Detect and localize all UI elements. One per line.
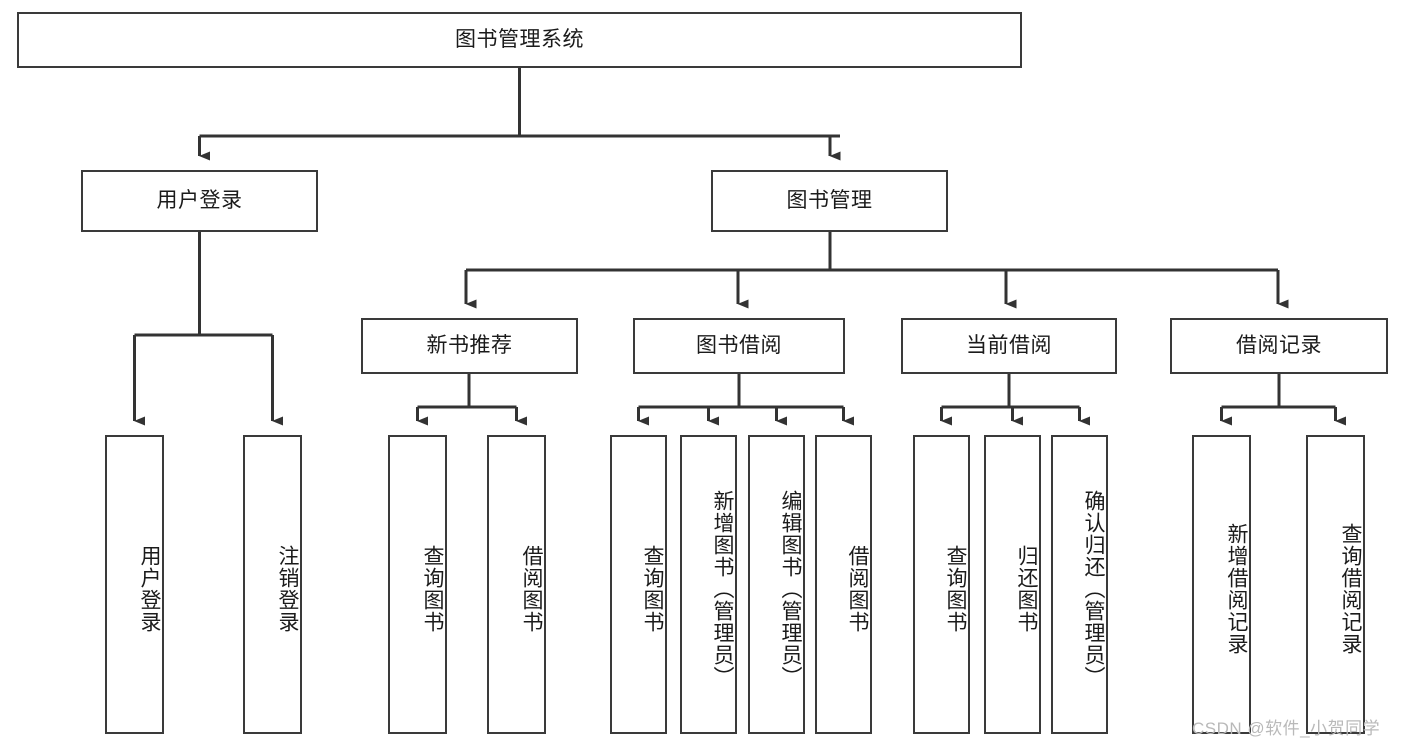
node-user-login-label: 用户登录 xyxy=(156,189,243,213)
node-leaf-borrow-book-1[interactable]: 借阅图书 xyxy=(487,435,546,734)
node-leaf-confirm-return[interactable]: 确认归还（管理员） xyxy=(1051,435,1108,734)
node-leaf-add-book[interactable]: 新增图书（管理员） xyxy=(680,435,737,734)
new-book-rec-to-leaf-connectors xyxy=(416,374,527,426)
node-leaf-query-record-label: 查询借阅记录 xyxy=(1339,522,1362,655)
node-book-manage-label: 图书管理 xyxy=(786,189,873,213)
node-new-book-rec[interactable]: 新书推荐 xyxy=(361,318,578,374)
node-leaf-user-login[interactable]: 用户登录 xyxy=(105,435,164,734)
current-borrow-to-leaf-connectors xyxy=(940,374,1090,426)
node-current-borrow[interactable]: 当前借阅 xyxy=(901,318,1117,374)
node-root-label: 图书管理系统 xyxy=(455,28,584,52)
node-leaf-query-book-1-label: 查询图书 xyxy=(421,544,444,633)
node-borrow-record-label: 借阅记录 xyxy=(1236,334,1322,358)
user-login-to-leaf-connectors xyxy=(133,232,283,426)
node-leaf-borrow-book-2[interactable]: 借阅图书 xyxy=(815,435,872,734)
node-book-borrow-label: 图书借阅 xyxy=(696,334,782,358)
node-leaf-query-book-1[interactable]: 查询图书 xyxy=(388,435,447,734)
node-leaf-add-record[interactable]: 新增借阅记录 xyxy=(1192,435,1251,734)
node-leaf-return-book[interactable]: 归还图书 xyxy=(984,435,1041,734)
node-leaf-query-book-2-label: 查询图书 xyxy=(641,544,664,633)
node-leaf-query-book-3[interactable]: 查询图书 xyxy=(913,435,970,734)
node-leaf-query-record[interactable]: 查询借阅记录 xyxy=(1306,435,1365,734)
node-book-manage[interactable]: 图书管理 xyxy=(711,170,948,232)
book-manage-to-level3-connectors xyxy=(464,232,1289,309)
root-to-level2-connectors xyxy=(198,68,841,161)
node-current-borrow-label: 当前借阅 xyxy=(966,334,1052,358)
csdn-watermark: CSDN @软件_小贺同学 xyxy=(1192,719,1381,738)
borrow-record-to-leaf-connectors xyxy=(1220,374,1346,426)
node-leaf-edit-book[interactable]: 编辑图书（管理员） xyxy=(748,435,805,734)
node-leaf-add-book-label: 新增图书（管理员） xyxy=(711,489,734,688)
node-root[interactable]: 图书管理系统 xyxy=(17,12,1022,68)
node-borrow-record[interactable]: 借阅记录 xyxy=(1170,318,1388,374)
node-leaf-logout-label: 注销登录 xyxy=(276,544,299,633)
node-user-login[interactable]: 用户登录 xyxy=(81,170,318,232)
node-leaf-add-record-label: 新增借阅记录 xyxy=(1225,522,1248,655)
node-leaf-edit-book-label: 编辑图书（管理员） xyxy=(779,489,802,688)
node-leaf-logout[interactable]: 注销登录 xyxy=(243,435,302,734)
node-leaf-query-book-3-label: 查询图书 xyxy=(944,544,967,633)
node-leaf-confirm-return-label: 确认归还（管理员） xyxy=(1082,489,1105,688)
node-new-book-rec-label: 新书推荐 xyxy=(426,334,513,358)
node-leaf-borrow-book-1-label: 借阅图书 xyxy=(520,544,543,633)
node-leaf-borrow-book-2-label: 借阅图书 xyxy=(846,544,869,633)
node-leaf-query-book-2[interactable]: 查询图书 xyxy=(610,435,667,734)
node-leaf-user-login-label: 用户登录 xyxy=(138,544,161,633)
node-book-borrow[interactable]: 图书借阅 xyxy=(633,318,845,374)
book-borrow-to-leaf-connectors xyxy=(637,374,854,426)
node-leaf-return-book-label: 归还图书 xyxy=(1015,544,1038,633)
